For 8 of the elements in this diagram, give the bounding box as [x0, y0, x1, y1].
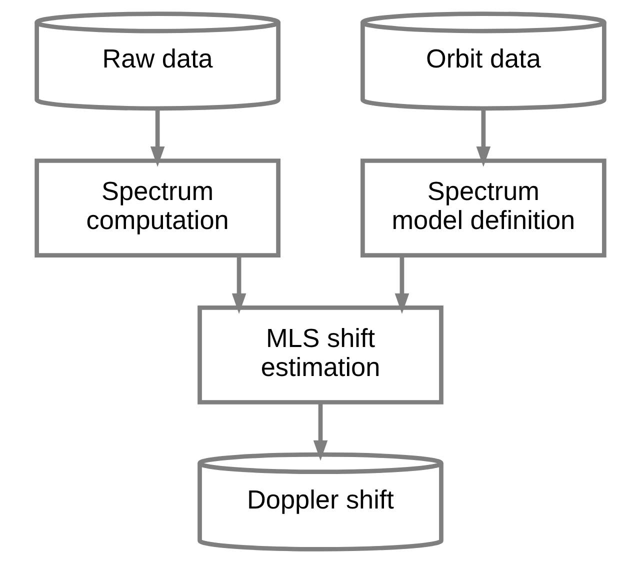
arrow [150, 108, 165, 167]
node-box: Spectrum model definition [360, 158, 606, 258]
node-box: MLS shift estimation [198, 306, 444, 404]
node-box: Spectrum computation [34, 158, 280, 258]
arrow [476, 108, 491, 167]
arrow [313, 402, 328, 461]
arrow [232, 255, 246, 314]
arrow [394, 255, 410, 314]
